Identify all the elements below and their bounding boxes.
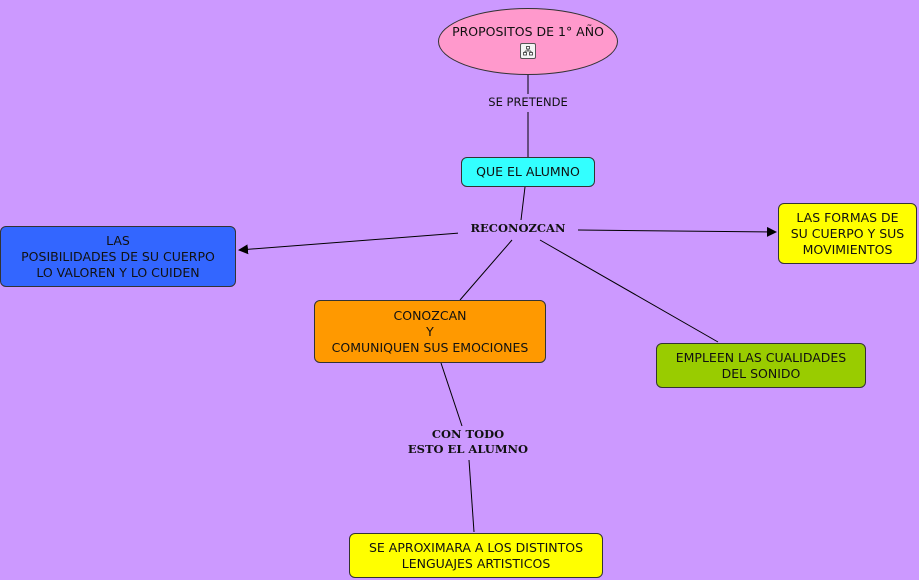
linking-phrase-con-todo: CON TODO ESTO EL ALUMNO	[388, 427, 548, 457]
line-reconozcan-to-formas	[577, 226, 777, 237]
node-posibilidades-cuerpo[interactable]: LAS POSIBILIDADES DE SU CUERPO LO VALORE…	[0, 226, 236, 287]
line-reconozcan-to-empleen	[539, 239, 719, 343]
root-concept-label: PROPOSITOS DE 1° AÑO	[452, 24, 604, 39]
line-conozcan-to-con-todo	[440, 362, 463, 427]
node-que-el-alumno-label: QUE EL ALUMNO	[476, 164, 580, 179]
node-formas-cuerpo-label: LAS FORMAS DE SU CUERPO Y SUS MOVIMIENTO…	[790, 209, 905, 257]
line-reconozcan-to-conozcan	[459, 239, 513, 301]
node-lenguajes-artisticos-label: SE APROXIMARA A LOS DISTINTOS LENGUAJES …	[368, 539, 584, 571]
line-reconozcan-to-posibilidades	[238, 232, 461, 255]
concept-map-icon[interactable]	[520, 43, 536, 59]
line-alumno-to-reconozcan	[520, 186, 526, 221]
node-empleen-sonido-label: EMPLEEN LAS CUALIDADES DEL SONIDO	[675, 349, 847, 381]
node-conozcan-emociones-label: CONOZCAN Y COMUNIQUEN SUS EMOCIONES	[331, 307, 529, 355]
line-con-todo-to-aproximara	[468, 459, 475, 533]
root-concept-oval[interactable]: PROPOSITOS DE 1° AÑO	[438, 8, 618, 75]
node-lenguajes-artisticos[interactable]: SE APROXIMARA A LOS DISTINTOS LENGUAJES …	[349, 533, 603, 578]
node-que-el-alumno[interactable]: QUE EL ALUMNO	[461, 157, 595, 187]
node-empleen-sonido[interactable]: EMPLEEN LAS CUALIDADES DEL SONIDO	[656, 343, 866, 388]
linking-phrase-se-pretende: SE PRETENDE	[478, 95, 578, 110]
node-conozcan-emociones[interactable]: CONOZCAN Y COMUNIQUEN SUS EMOCIONES	[314, 300, 546, 363]
linking-phrase-reconozcan: RECONOZCAN	[458, 221, 578, 236]
node-posibilidades-cuerpo-label: LAS POSIBILIDADES DE SU CUERPO LO VALORE…	[21, 232, 215, 280]
node-formas-cuerpo[interactable]: LAS FORMAS DE SU CUERPO Y SUS MOVIMIENTO…	[778, 203, 917, 264]
